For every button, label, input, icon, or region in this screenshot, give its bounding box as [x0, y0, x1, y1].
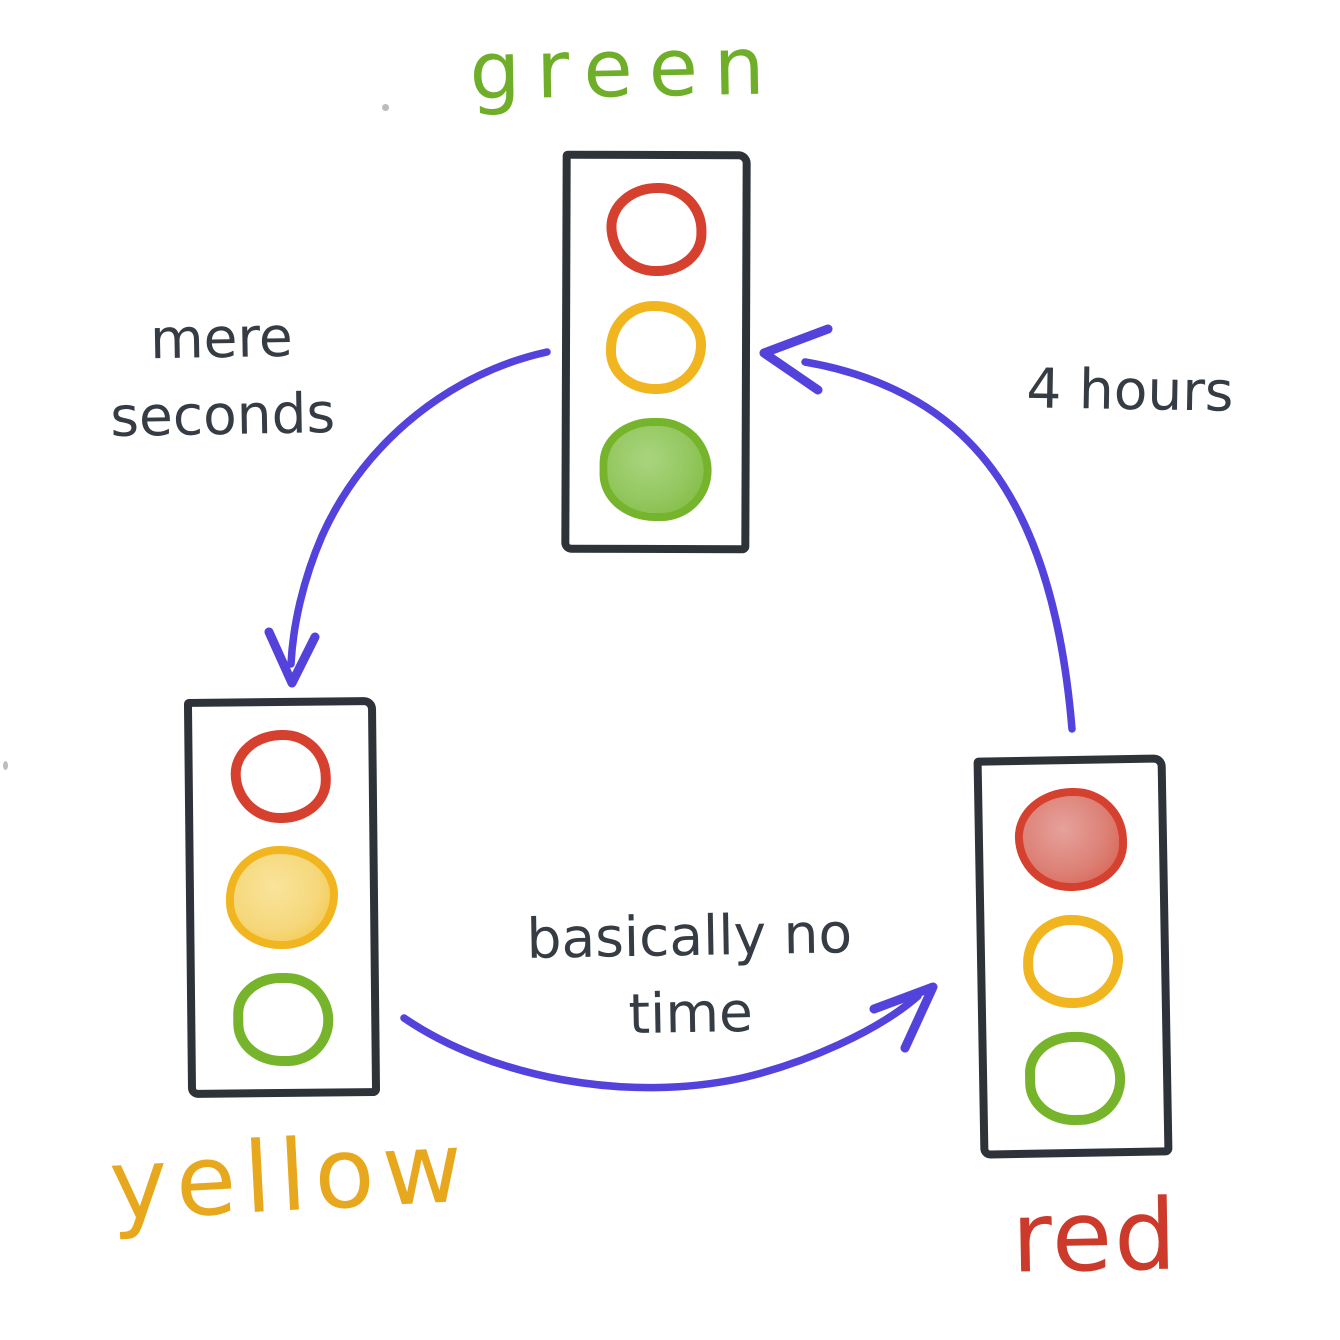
arrow-green-to-yellow-head-icon [264, 627, 320, 688]
green-node-yellow-bulb [605, 300, 707, 394]
label-red: red [1010, 1178, 1180, 1296]
label-green: green [468, 19, 782, 118]
edge-label-red-to-green: 4 hours [1025, 356, 1235, 424]
arrow-yellow-to-red-shaft [400, 992, 922, 1092]
paper-speck [3, 761, 8, 770]
traffic-light-yellow [183, 697, 381, 1098]
arrow-green-to-yellow [264, 348, 551, 688]
red-node-red-bulb [1014, 787, 1128, 892]
red-node-green-bulb [1024, 1031, 1126, 1126]
yellow-node-yellow-bulb [225, 845, 339, 950]
yellow-node-green-bulb [232, 971, 334, 1067]
traffic-light-green [561, 150, 751, 554]
arrow-yellow-to-red [400, 982, 938, 1092]
arrow-green-to-yellow-shaft [287, 348, 551, 668]
traffic-light-red [973, 754, 1173, 1159]
arrow-red-to-green [759, 324, 1076, 733]
arrow-red-to-green-head-icon [759, 324, 833, 395]
arrow-red-to-green-shaft [801, 358, 1076, 733]
edge-label-green-to-yellow: mere seconds [109, 304, 336, 449]
paper-speck [382, 104, 389, 111]
red-node-yellow-bulb [1022, 914, 1124, 1009]
arrow-yellow-to-red-head-icon [869, 982, 938, 1053]
label-yellow: yellow [106, 1110, 474, 1244]
edge-label-yellow-to-red: basically no time [525, 901, 853, 1047]
green-node-red-bulb [606, 183, 707, 277]
yellow-node-red-bulb [230, 728, 332, 824]
green-node-green-bulb [599, 417, 712, 521]
